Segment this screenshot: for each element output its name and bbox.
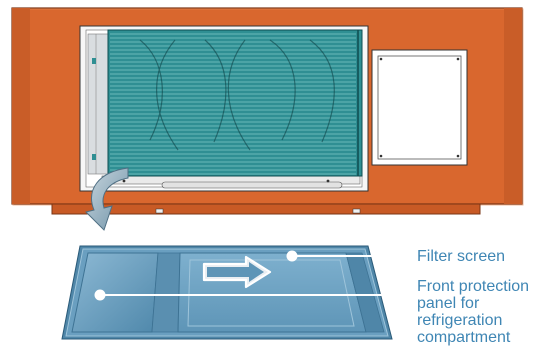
filter-screen-label: Filter screen xyxy=(417,248,505,265)
front-panel-label-line2: panel for xyxy=(417,295,479,312)
heat-exchanger xyxy=(108,30,362,176)
side-access-panel xyxy=(372,50,467,165)
front-panel-label-line4: compartment xyxy=(417,329,510,346)
front-panel-label-line3: refrigeration xyxy=(417,312,502,329)
front-panel-label-line1: Front protection xyxy=(417,278,529,295)
panel-assembly xyxy=(62,246,392,339)
